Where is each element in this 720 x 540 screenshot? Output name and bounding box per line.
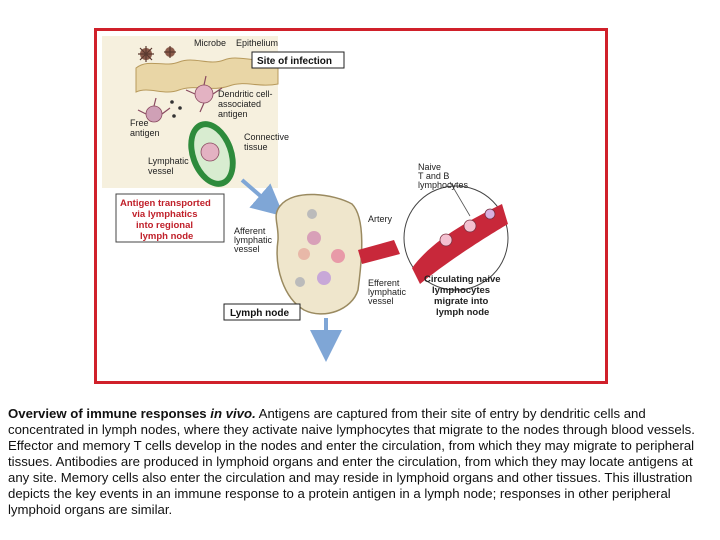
label-epithelium: Epithelium (236, 38, 278, 48)
label-lymph-node: Lymph node (230, 308, 290, 319)
label-efferent-3: vessel (368, 296, 394, 306)
label-transport-1: Antigen transported (120, 198, 211, 209)
label-transport-4: lymph node (140, 231, 193, 242)
label-dendritic-1: Dendritic cell- (218, 89, 273, 99)
lymph-node-box (223, 303, 301, 321)
label-dendritic-3: antigen (218, 109, 248, 119)
label-dendritic-2: associated (218, 99, 261, 109)
naive-pointer (449, 181, 471, 217)
label-naive-2: T and B (418, 171, 449, 181)
dendritic-cell-icon (137, 75, 223, 123)
free-antigen-icon (170, 100, 182, 118)
label-afferent-2: lymphatic (234, 235, 273, 245)
label-free-antigen-1: Free (130, 118, 149, 128)
label-efferent-2: lymphatic (368, 287, 407, 297)
label-afferent-3: vessel (234, 244, 260, 254)
site-of-infection-box (251, 51, 345, 69)
label-microbe: Microbe (194, 38, 226, 48)
label-free-antigen-2: antigen (130, 128, 160, 138)
caption-body: Antigens are captured from their site of… (8, 406, 695, 517)
label-afferent-1: Afferent (234, 226, 266, 236)
label-circulating-2: lymphocytes (432, 285, 490, 296)
lymph-node-icon (275, 193, 363, 315)
label-connective-1: Connective (244, 132, 289, 142)
figure-caption: Overview of immune responses in vivo. An… (8, 406, 708, 518)
label-connective-2: tissue (244, 142, 268, 152)
epithelium-layer (135, 57, 279, 93)
label-artery: Artery (368, 214, 393, 224)
label-circulating-4: lymph node (436, 307, 489, 318)
transport-box (115, 193, 225, 243)
label-site-of-infection: Site of infection (257, 56, 332, 67)
label-naive-1: Naive (418, 162, 441, 172)
label-efferent-1: Efferent (368, 278, 400, 288)
caption-title-italic: in vivo. (210, 406, 256, 421)
circulation-inset (403, 185, 509, 291)
label-lymphatic-1: Lymphatic (148, 156, 189, 166)
label-lymphatic-2: vessel (148, 166, 174, 176)
microbe-icon (138, 46, 176, 62)
label-transport-2: via lymphatics (132, 209, 197, 220)
immune-response-figure: Microbe Epithelium Site of infection Den… (94, 28, 608, 384)
caption-title: Overview of immune responses (8, 406, 211, 421)
label-transport-3: into regional (136, 220, 193, 231)
label-circulating-1: Circulating naive (424, 274, 501, 285)
lymphatic-vessel-icon (188, 121, 236, 187)
label-circulating-3: migrate into (434, 296, 489, 307)
artery-icon (358, 240, 400, 264)
label-naive-3: lymphocytes (418, 180, 469, 190)
transport-arrow (240, 178, 285, 217)
